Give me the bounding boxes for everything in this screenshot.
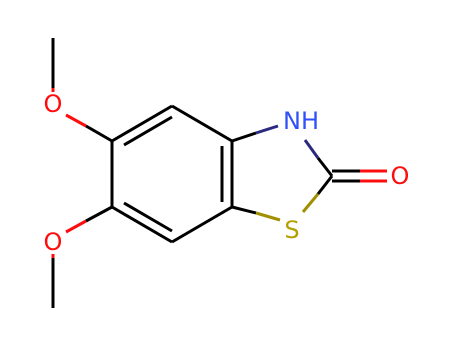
bond-c3a-n-black [231,131,257,143]
bond-n-c2-black [316,157,334,177]
bond-ring-c7a-c7 [171,205,233,244]
bond-o-upper-ring-red [65,113,87,128]
bond-ring-c7-c6 [111,205,173,244]
atom-oxygen-lower: O [44,228,63,256]
bond-ring-c5-c4 [111,104,173,143]
atom-oxygen-carbonyl: O [391,162,410,190]
bond-s-c2-yellow [301,193,320,213]
bond-ring-c4-c3a [171,104,233,143]
bond-ring-inner-c7-c6 [123,201,173,233]
bond-o-upper-ring-black [85,124,113,143]
bond-o-lower-ring-black [85,205,113,223]
bond-c7a-s-yellow [255,211,281,222]
bond-ring-inner-c5-c4 [123,115,173,147]
atom-sulfur: S [284,216,299,244]
bond-c7a-s-black [231,205,257,215]
atom-oxygen-upper: O [44,90,63,118]
bond-o-lower-ring-red [65,219,87,234]
bond-n-c2-blue [303,139,320,159]
bond-s-c2-black [316,175,334,195]
atom-nh: NH [283,107,319,135]
bond-c3a-n-blue [255,124,279,135]
